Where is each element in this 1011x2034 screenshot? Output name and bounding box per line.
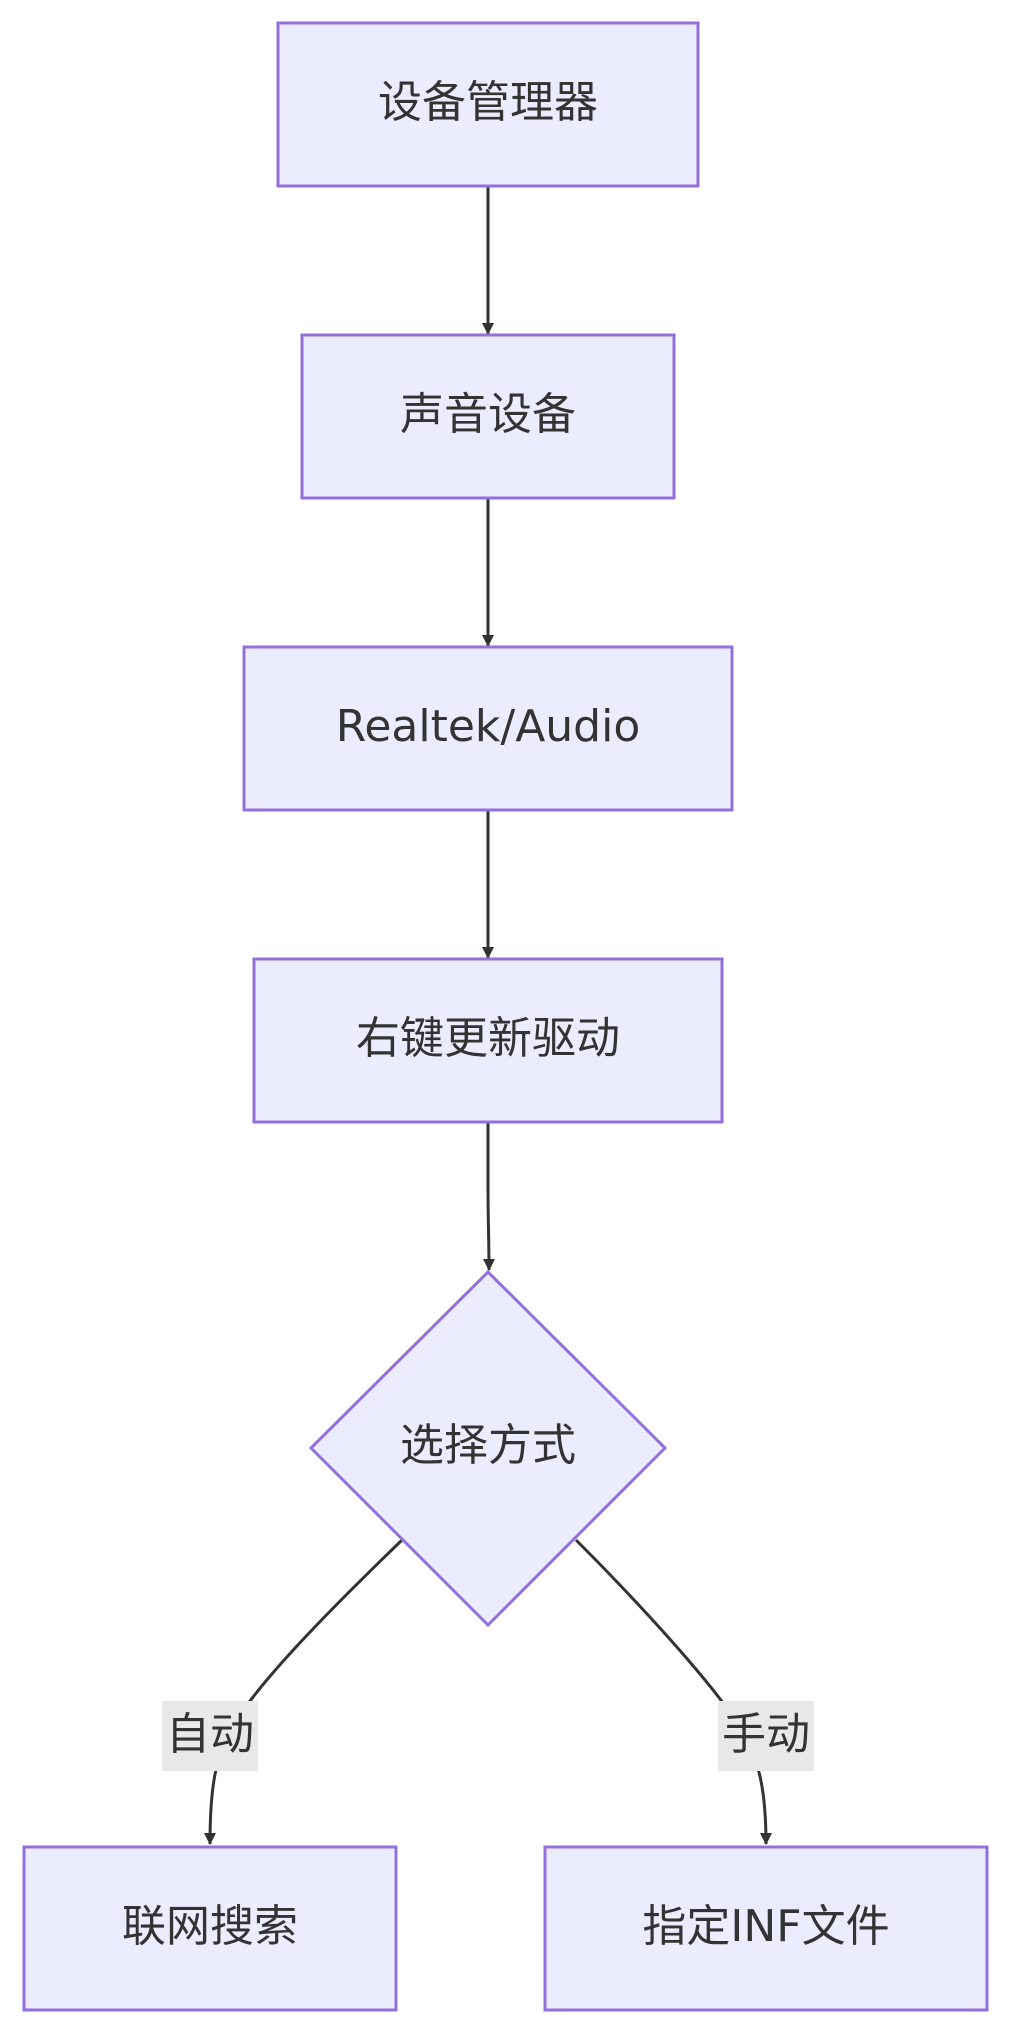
node-device-manager-label: 设备管理器 bbox=[378, 77, 598, 128]
edge-label-manual-text: 手动 bbox=[722, 1709, 810, 1760]
edge-choose-to-inf bbox=[574, 1538, 772, 1845]
edge-label-manual: 手动 bbox=[718, 1701, 814, 1771]
node-specify-inf-label: 指定INF文件 bbox=[642, 1901, 889, 1952]
edge-update-to-choose bbox=[482, 1122, 495, 1271]
node-update-driver-label: 右键更新驱动 bbox=[356, 1013, 620, 1064]
node-update-driver: 右键更新驱动 bbox=[252, 957, 724, 1124]
node-choose-method: 选择方式 bbox=[308, 1269, 668, 1628]
node-device-manager: 设备管理器 bbox=[276, 21, 700, 188]
node-specify-inf: 指定INF文件 bbox=[543, 1845, 989, 2012]
node-sound-devices: 声音设备 bbox=[300, 333, 676, 500]
node-realtek-audio: Realtek/Audio bbox=[242, 645, 734, 812]
edge-label-auto: 自动 bbox=[162, 1701, 258, 1771]
node-online-search: 联网搜索 bbox=[22, 1845, 398, 2012]
edge-label-auto-text: 自动 bbox=[166, 1709, 254, 1760]
edge-choose-to-online bbox=[204, 1538, 404, 1845]
node-online-search-label: 联网搜索 bbox=[122, 1901, 298, 1952]
node-sound-devices-label: 声音设备 bbox=[400, 389, 576, 440]
node-realtek-audio-label: Realtek/Audio bbox=[336, 701, 641, 752]
node-choose-method-label: 选择方式 bbox=[400, 1420, 576, 1471]
